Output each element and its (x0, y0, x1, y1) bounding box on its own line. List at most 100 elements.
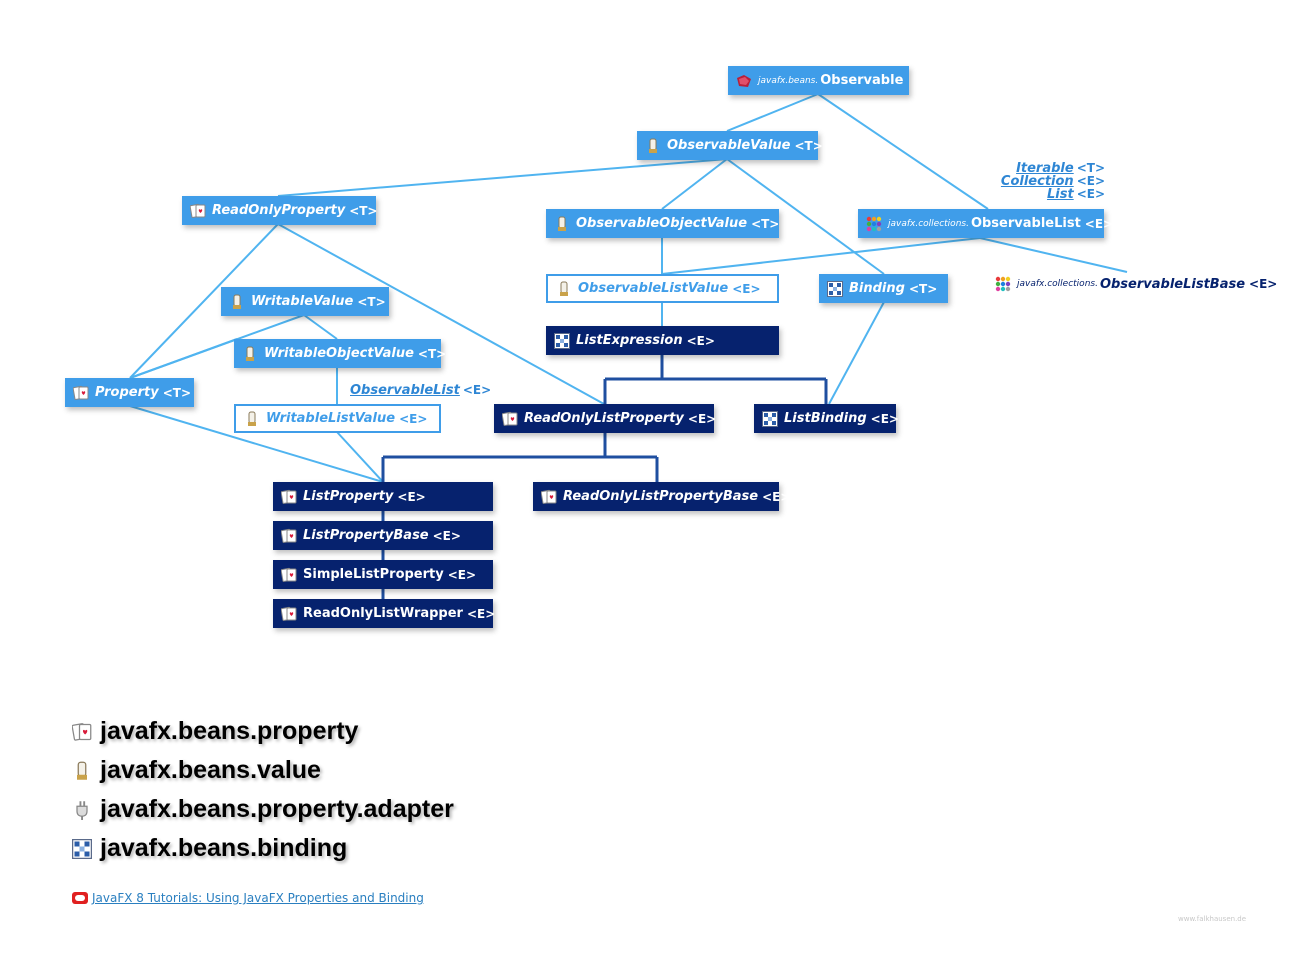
node-generic: <E> (870, 411, 899, 426)
node-list-binding[interactable]: ListBinding <E> (754, 404, 899, 433)
node-read-only-property[interactable]: ReadOnlyProperty <T> (182, 196, 377, 225)
tutorial-link[interactable]: JavaFX 8 Tutorials: Using JavaFX Propert… (92, 891, 424, 905)
node-generic: <E> (732, 281, 761, 296)
node-read-only-list-property-base[interactable]: ReadOnlyListPropertyBase <E> (533, 482, 790, 511)
node-label: ListPropertyBase (303, 528, 429, 543)
node-label: SimpleListProperty (303, 567, 444, 582)
interface-link[interactable]: List (1046, 187, 1074, 202)
node-observable-list[interactable]: javafx.collections. ObservableList <E> (858, 209, 1113, 238)
node-list-property-base[interactable]: ListPropertyBase <E> (273, 521, 493, 550)
node-observable-list-value[interactable]: ObservableListValue <E> (546, 274, 779, 303)
node-generic: <E> (397, 489, 426, 504)
interface-item[interactable]: Collection<E> (990, 174, 1105, 189)
property-icon (190, 203, 206, 219)
property-icon (72, 722, 92, 742)
node-package: javafx.collections. (888, 218, 969, 229)
collections-icon (866, 216, 882, 232)
oracle-icon (72, 890, 88, 906)
legend-label: javafx.beans.binding (100, 834, 348, 862)
node-label: ObservableValue (667, 138, 791, 153)
value-icon (645, 138, 661, 154)
node-generic: <E> (686, 333, 715, 348)
node-generic: <E> (466, 606, 496, 621)
node-read-only-list-property[interactable]: ReadOnlyListProperty <E> (494, 404, 716, 433)
node-writable-object-value[interactable]: WritableObjectValue <T> (234, 339, 446, 368)
node-label: ObservableObjectValue (576, 216, 748, 231)
node-generic: <T> (417, 346, 447, 361)
edge (979, 237, 1128, 273)
edge (129, 338, 238, 379)
node-generic: <T> (357, 294, 386, 309)
node-label: Property (95, 385, 159, 400)
property-icon (281, 567, 297, 583)
edge (129, 223, 279, 379)
node-label: Observable (820, 73, 904, 88)
node-list-expression[interactable]: ListExpression <E> (546, 326, 779, 355)
node-label: WritableObjectValue (264, 346, 414, 361)
legend: javafx.beans.property javafx.beans.value… (72, 712, 454, 868)
legend-item-adapter: javafx.beans.property.adapter (72, 790, 454, 829)
node-label: ObservableList (970, 216, 1081, 231)
interface-link[interactable]: Iterable (1016, 161, 1074, 176)
interface-generic: <E> (462, 383, 492, 397)
node-label: ListExpression (576, 333, 683, 348)
legend-item-property: javafx.beans.property (72, 712, 454, 751)
adapter-icon (72, 800, 92, 820)
node-label: ListBinding (784, 411, 867, 426)
node-simple-list-property[interactable]: SimpleListProperty <E> (273, 560, 493, 589)
node-label: WritableListValue (266, 411, 396, 426)
edge (726, 93, 819, 132)
node-generic: <E> (1084, 216, 1114, 231)
legend-label: javafx.beans.property (100, 717, 359, 745)
footer-link[interactable]: JavaFX 8 Tutorials: Using JavaFX Propert… (72, 890, 424, 906)
value-icon (229, 294, 245, 310)
node-observable-list-base[interactable]: javafx.collections. ObservableListBase <… (995, 276, 1277, 292)
value-icon (244, 411, 260, 427)
node-writable-value[interactable]: WritableValue <T> (221, 287, 389, 316)
collections-icon (995, 276, 1011, 292)
node-observable-object-value[interactable]: ObservableObjectValue <T> (546, 209, 779, 238)
edge (277, 223, 605, 405)
edge (129, 405, 384, 483)
node-label: ReadOnlyListProperty (524, 411, 684, 426)
value-icon (556, 281, 572, 297)
edge (817, 93, 989, 210)
node-property[interactable]: Property <T> (65, 378, 194, 407)
legend-label: javafx.beans.value (100, 756, 321, 784)
node-generic: <E> (447, 567, 477, 582)
edge (303, 314, 338, 340)
observable-list-interface-label[interactable]: ObservableList<E> (350, 383, 491, 398)
binding-icon (762, 410, 778, 427)
legend-item-binding: javafx.beans.binding (72, 829, 454, 868)
node-generic: <T> (908, 281, 938, 296)
edge (661, 158, 728, 210)
node-observable-value[interactable]: ObservableValue <T> (637, 131, 823, 160)
property-icon (502, 411, 518, 427)
interface-link[interactable]: ObservableList (350, 383, 460, 398)
edge (661, 237, 981, 275)
value-icon (72, 761, 92, 781)
node-writable-list-value[interactable]: WritableListValue <E> (234, 404, 441, 433)
edge (336, 431, 384, 483)
node-binding[interactable]: Binding <T> (819, 274, 948, 303)
node-generic: <E> (1249, 277, 1278, 291)
node-read-only-list-wrapper[interactable]: ReadOnlyListWrapper <E> (273, 599, 496, 628)
watermark: www.falkhausen.de (1178, 915, 1247, 923)
interface-item[interactable]: Iterable<T> (990, 161, 1105, 176)
edge (828, 301, 885, 405)
interface-link[interactable]: Collection (1000, 174, 1074, 189)
property-icon (281, 606, 297, 622)
value-icon (554, 216, 570, 232)
node-label: ReadOnlyListPropertyBase (563, 489, 759, 504)
interface-generic: <E> (1076, 174, 1105, 188)
property-icon (541, 489, 557, 505)
node-list-property[interactable]: ListProperty <E> (273, 482, 493, 511)
node-observable[interactable]: javafx.beans. Observable (728, 66, 909, 95)
legend-label: javafx.beans.property.adapter (100, 795, 454, 823)
node-generic: <E> (432, 528, 461, 543)
binding-icon (72, 838, 92, 859)
node-generic: <T> (162, 385, 191, 400)
node-generic: <T> (794, 138, 823, 153)
interface-item[interactable]: List<E> (990, 187, 1105, 202)
